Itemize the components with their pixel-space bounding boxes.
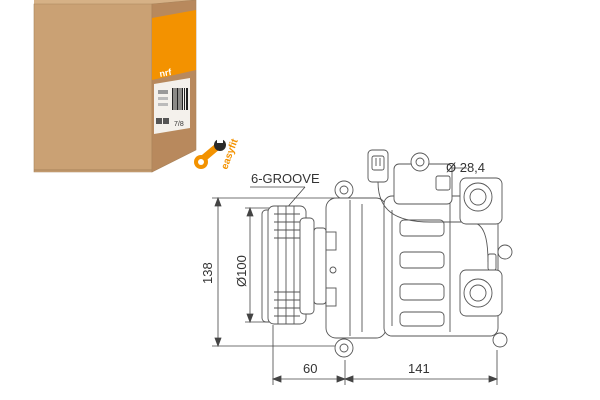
barcode-icon xyxy=(172,88,188,110)
pulley-offset-label: 60 xyxy=(303,361,317,376)
box-front xyxy=(33,3,153,173)
pulley xyxy=(261,205,327,325)
pipe-port-bottom xyxy=(459,269,503,317)
box-brand-text: nrf xyxy=(159,67,174,79)
groove-label: 6-GROOVE xyxy=(251,171,320,186)
nrf-box: nrf 7/8 xyxy=(33,0,197,173)
length-dimension-label: 141 xyxy=(408,361,430,376)
box-brand-band xyxy=(152,10,196,80)
height-dimension-label: 138 xyxy=(200,262,215,284)
wrench-icon xyxy=(194,139,226,169)
easyfit-logo: easyfit xyxy=(194,137,241,171)
pulley-diameter-label: Ø100 xyxy=(234,255,249,287)
electrical-connector xyxy=(367,149,389,183)
pipe-diameter-label: Ø 28,4 xyxy=(446,160,485,175)
pipe-port-top xyxy=(459,177,503,225)
box-label-code: 7/8 xyxy=(174,121,184,128)
compressor-drawing xyxy=(261,149,513,358)
dimension-lines xyxy=(212,167,499,385)
